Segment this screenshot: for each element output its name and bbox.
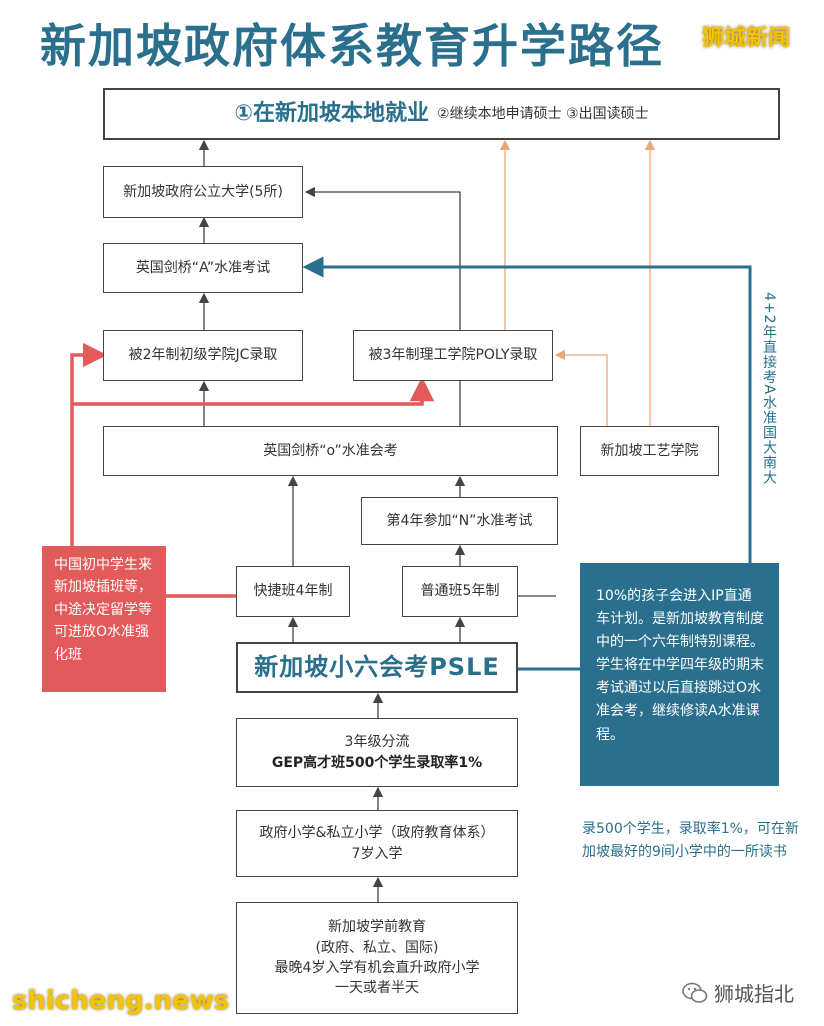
blue-note-ip: 10%的孩子会进入IP直通车计划。是新加坡教育制度中的一个六年制特别课程。学生将… — [580, 563, 779, 786]
arrow-ip-to-alevel — [302, 256, 752, 563]
a-level-box: 英国剑桥“A”水准考试 — [103, 243, 303, 293]
poly-box: 被3年制理工学院POLY录取 — [353, 330, 553, 381]
jc-box: 被2年制初级学院JC录取 — [103, 330, 303, 381]
arrow-red-to-jc — [70, 342, 108, 546]
university-box: 新加坡政府公立大学(5所) — [103, 166, 303, 218]
preschool-box: 新加坡学前教育 (政府、私立、国际) 最晚4岁入学有机会直升政府小学 一天或者半… — [236, 902, 518, 1014]
top-outcome-box: ①在新加坡本地就业 ②继续本地申请硕士 ③出国读硕士 — [103, 88, 780, 140]
outcome-lead: ①在新加坡本地就业 — [234, 101, 430, 127]
pre-line4: 一天或者半天 — [335, 980, 419, 997]
gep-line1: 3年级分流 — [344, 734, 410, 751]
wechat-icon — [682, 982, 708, 1003]
normal-box: 普通班5年制 — [402, 566, 518, 617]
arrow-poly-to-uni — [304, 186, 461, 330]
express-box: 快捷班4年制 — [236, 566, 350, 617]
watermark-top: 狮城新闻 — [702, 26, 791, 51]
primary-box: 政府小学&私立小学（政府教育体系） 7岁入学 — [236, 810, 518, 877]
watermark-br: 狮城指北 — [682, 978, 794, 1007]
psle-box: 新加坡小六会考PSLE — [236, 642, 518, 693]
arrow-red-to-poly — [72, 376, 435, 406]
ite-box: 新加坡工艺学院 — [580, 426, 719, 476]
gep-box: 3年级分流 GEP高才班500个学生录取率1% — [236, 718, 518, 787]
outcome-rest: ②继续本地申请硕士 ③出国读硕士 — [437, 105, 649, 122]
vertical-note-ip: 4+2年直接考A水准国大南大 — [761, 292, 777, 486]
pre-line2: (政府、私立、国际) — [315, 939, 439, 956]
primary-line1: 政府小学&私立小学（政府教育体系） — [259, 825, 495, 842]
pre-line3: 最晚4岁入学有机会直升政府小学 — [274, 960, 480, 976]
primary-line2: 7岁入学 — [351, 845, 403, 862]
red-note-transfer: 中国初中学生来新加坡插班等，中途决定留学等可进放O水准强化班 — [42, 546, 166, 692]
gep-note: 录500个学生，录取率1%，可在新加坡最好的9间小学中的一所读书 — [582, 821, 799, 861]
pre-line1: 新加坡学前教育 — [328, 919, 426, 936]
psle-label: 新加坡小六会考PSLE — [254, 653, 500, 682]
page-title: 新加坡政府体系教育升学路径 — [40, 19, 664, 73]
watermark-bottom: shicheng.news — [12, 986, 230, 1016]
arrow-ite-to-poly — [554, 349, 608, 426]
gep-line2: GEP高才班500个学生录取率1% — [271, 754, 483, 771]
o-level-box: 英国剑桥“o”水准会考 — [103, 426, 558, 476]
watermark-br-text: 狮城指北 — [714, 982, 794, 1006]
n-level-box: 第4年参加“N”水准考试 — [361, 497, 558, 545]
